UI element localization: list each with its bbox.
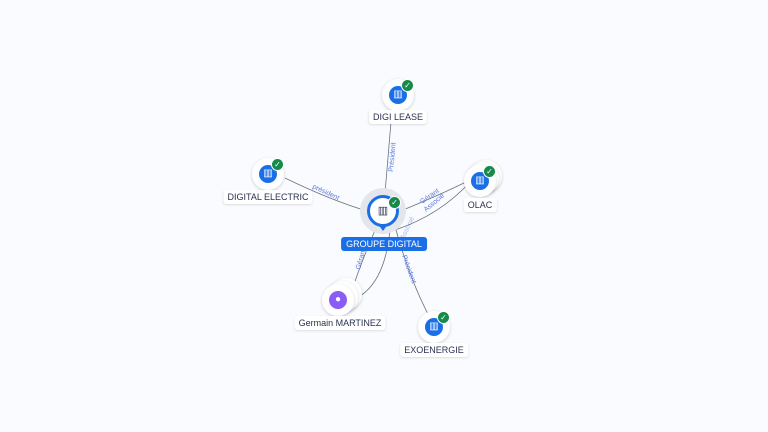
edge-label: Président xyxy=(400,254,417,284)
verified-check-icon: ✓ xyxy=(271,158,284,171)
pin-tip xyxy=(378,224,388,231)
edge-label: Gérant xyxy=(355,248,367,271)
person-icon: ● xyxy=(329,291,347,309)
edge-label: président xyxy=(311,183,340,202)
node-label[interactable]: DIGI LEASE xyxy=(368,110,428,124)
verified-check-icon: ✓ xyxy=(437,311,450,324)
node-label[interactable]: DIGITAL ELECTRIC xyxy=(223,190,313,204)
node-label[interactable]: OLAC xyxy=(463,198,497,212)
edge-olac-2 xyxy=(394,181,471,231)
node-label[interactable]: Germain MARTINEZ xyxy=(294,316,386,330)
verified-check-icon: ✓ xyxy=(401,79,414,92)
verified-check-icon: ✓ xyxy=(483,165,496,178)
node-label[interactable]: EXOENERGIE xyxy=(400,343,468,357)
verified-check-icon: ✓ xyxy=(388,196,401,209)
edge-label: Président xyxy=(388,142,398,172)
center-label[interactable]: GROUPE DIGITAL xyxy=(341,237,427,251)
